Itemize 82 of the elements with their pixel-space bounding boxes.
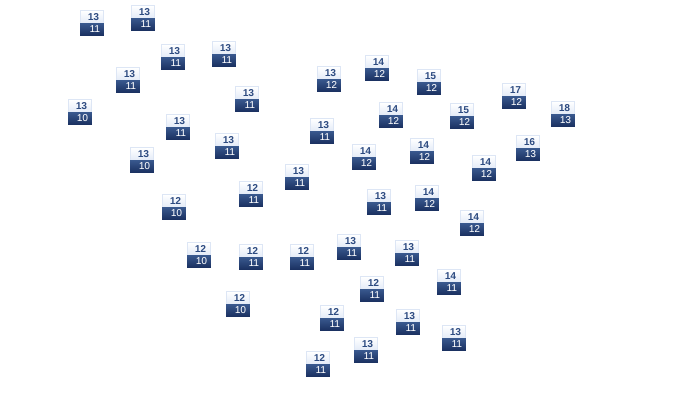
upper-value: 13 [212, 41, 236, 54]
upper-value: 12 [320, 305, 344, 318]
lower-value: 11 [116, 80, 140, 93]
upper-value: 13 [161, 44, 185, 57]
upper-value: 12 [239, 181, 263, 194]
upper-value: 13 [354, 337, 378, 350]
upper-value: 14 [365, 55, 389, 68]
upper-value: 13 [116, 67, 140, 80]
lower-value: 11 [235, 99, 259, 112]
lower-value: 11 [442, 338, 466, 351]
lower-value: 12 [472, 168, 496, 181]
upper-value: 12 [290, 244, 314, 257]
upper-value: 13 [131, 5, 155, 18]
upper-value: 12 [226, 291, 250, 304]
upper-value: 12 [306, 351, 330, 364]
lower-value: 11 [212, 54, 236, 67]
upper-value: 13 [166, 114, 190, 127]
upper-value: 15 [450, 103, 474, 116]
upper-value: 14 [437, 269, 461, 282]
lower-value: 11 [239, 194, 263, 207]
upper-value: 17 [502, 83, 526, 96]
upper-value: 13 [310, 118, 334, 131]
lower-value: 10 [68, 112, 92, 125]
lower-value: 12 [379, 115, 403, 128]
lower-value: 11 [166, 127, 190, 140]
lower-value: 11 [396, 322, 420, 335]
upper-value: 13 [285, 164, 309, 177]
lower-value: 11 [395, 253, 419, 266]
lower-value: 11 [80, 23, 104, 36]
upper-value: 14 [379, 102, 403, 115]
lower-value: 13 [516, 148, 540, 161]
upper-value: 13 [395, 240, 419, 253]
lower-value: 11 [285, 177, 309, 190]
upper-value: 14 [472, 155, 496, 168]
upper-value: 12 [162, 194, 186, 207]
lower-value: 11 [161, 57, 185, 70]
upper-value: 13 [337, 234, 361, 247]
upper-value: 13 [442, 325, 466, 338]
lower-value: 10 [187, 255, 211, 268]
lower-value: 11 [437, 282, 461, 295]
lower-value: 12 [450, 116, 474, 129]
lower-value: 10 [226, 304, 250, 317]
upper-value: 13 [235, 86, 259, 99]
upper-value: 13 [130, 147, 154, 160]
lower-value: 11 [290, 257, 314, 270]
lower-value: 13 [551, 114, 575, 127]
upper-value: 15 [417, 69, 441, 82]
lower-value: 11 [239, 257, 263, 270]
upper-value: 12 [360, 276, 384, 289]
lower-value: 11 [310, 131, 334, 144]
lower-value: 12 [415, 198, 439, 211]
upper-value: 12 [187, 242, 211, 255]
lower-value: 12 [352, 157, 376, 170]
lower-value: 12 [365, 68, 389, 81]
upper-value: 16 [516, 135, 540, 148]
lower-value: 10 [130, 160, 154, 173]
lower-value: 11 [306, 364, 330, 377]
upper-value: 12 [239, 244, 263, 257]
upper-value: 14 [415, 185, 439, 198]
upper-value: 13 [80, 10, 104, 23]
lower-value: 11 [360, 289, 384, 302]
upper-value: 18 [551, 101, 575, 114]
lower-value: 10 [162, 207, 186, 220]
lower-value: 12 [460, 223, 484, 236]
lower-value: 11 [367, 202, 391, 215]
lower-value: 11 [354, 350, 378, 363]
lower-value: 11 [320, 318, 344, 331]
lower-value: 12 [417, 82, 441, 95]
lower-value: 12 [317, 79, 341, 92]
upper-value: 13 [396, 309, 420, 322]
upper-value: 13 [367, 189, 391, 202]
lower-value: 12 [410, 151, 434, 164]
lower-value: 11 [337, 247, 361, 260]
upper-value: 13 [317, 66, 341, 79]
upper-value: 13 [68, 99, 92, 112]
upper-value: 14 [410, 138, 434, 151]
lower-value: 12 [502, 96, 526, 109]
lower-value: 11 [215, 146, 239, 159]
upper-value: 14 [460, 210, 484, 223]
lower-value: 11 [131, 18, 155, 31]
upper-value: 13 [215, 133, 239, 146]
upper-value: 14 [352, 144, 376, 157]
